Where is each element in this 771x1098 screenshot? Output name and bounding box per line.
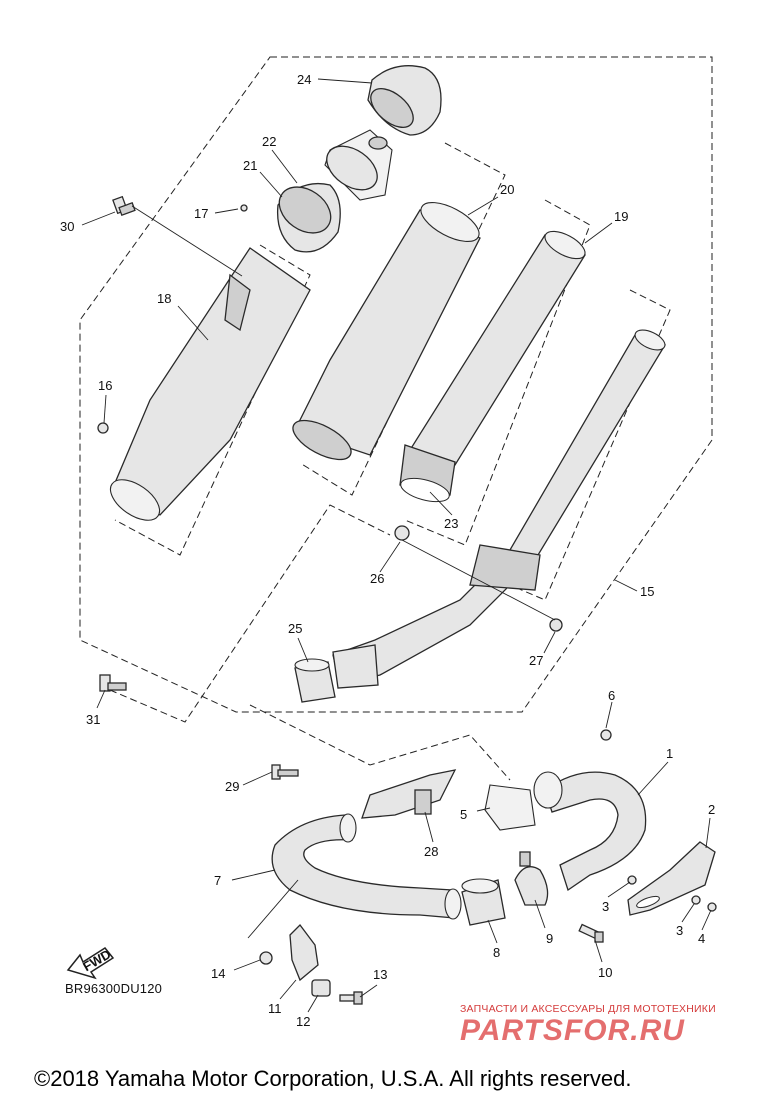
callout-30: 30	[60, 219, 74, 234]
muffler-shell-part	[109, 247, 311, 521]
callout-12: 12	[296, 1014, 310, 1029]
callout-2: 2	[708, 802, 715, 817]
gasket-21-part	[276, 182, 341, 253]
bolt-10-part	[578, 923, 604, 943]
group-box-31	[109, 504, 391, 723]
callout-27: 27	[529, 653, 543, 668]
callout-29: 29	[225, 779, 239, 794]
header-pipe-1-part	[533, 771, 647, 892]
callout-17: 17	[194, 206, 208, 221]
nut-6-part	[600, 729, 612, 741]
callout-18: 18	[157, 291, 171, 306]
bolt-31-part	[99, 674, 127, 692]
callout-20: 20	[500, 182, 514, 197]
copyright-text: ©2018 Yamaha Motor Corporation, U.S.A. A…	[34, 1066, 632, 1091]
inner-pipe-part	[399, 230, 586, 503]
callout-numbers: 24 22 21 30 17 18 16 20 19 23 26 27 15 2…	[60, 72, 715, 1029]
nut-16-part	[97, 422, 109, 434]
callout-8: 8	[493, 945, 500, 960]
inner-sleeve-part	[292, 201, 481, 461]
watermark: ЗАПЧАСТИ И АКСЕССУАРЫ ДЛЯ МОТОТЕХНИКИ PA…	[460, 1003, 760, 1047]
callout-21: 21	[243, 158, 257, 173]
bolt-30-part	[112, 195, 136, 216]
end-cap-part	[367, 65, 442, 136]
bracket-28-part	[361, 769, 457, 819]
callout-5: 5	[460, 807, 467, 822]
nut-26-part	[394, 525, 410, 541]
spark-arrestor-part	[324, 129, 393, 201]
watermark-tagline: ЗАПЧАСТИ И АКСЕССУАРЫ ДЛЯ МОТОТЕХНИКИ	[460, 1003, 716, 1015]
collar-12-part	[311, 979, 331, 997]
callout-3a: 3	[602, 899, 609, 914]
mid-pipe-part	[332, 329, 666, 689]
callout-7: 7	[214, 873, 221, 888]
muffler-assembly-boundary	[79, 56, 713, 713]
callout-22: 22	[262, 134, 276, 149]
callout-13: 13	[373, 967, 387, 982]
callout-19: 19	[614, 209, 628, 224]
watermark-brand: PARTSFOR.RU	[460, 1014, 685, 1047]
bolt-13-part	[339, 991, 363, 1005]
callout-4: 4	[698, 931, 705, 946]
callout-3b: 3	[676, 923, 683, 938]
diagram-code: BR96300DU120	[65, 981, 163, 996]
callout-23: 23	[444, 516, 458, 531]
gasket-25-part	[294, 658, 336, 703]
group-box-18	[114, 244, 311, 556]
callout-28: 28	[424, 844, 438, 859]
group-box-19	[404, 199, 591, 546]
callout-9: 9	[546, 931, 553, 946]
callout-14: 14	[211, 966, 225, 981]
exhaust-pipe-7-part	[271, 813, 462, 920]
joint-sleeve-part	[461, 878, 506, 926]
nut-14-part	[259, 951, 273, 965]
callout-10: 10	[598, 965, 612, 980]
callout-26: 26	[370, 571, 384, 586]
bolt-4-part	[707, 902, 717, 912]
gasket-5-part	[484, 784, 536, 831]
callout-15: 15	[640, 584, 654, 599]
callout-1: 1	[666, 746, 673, 761]
bolt-29-part	[271, 764, 299, 780]
heat-protector-part	[627, 841, 716, 916]
fwd-arrow-icon: FWD	[66, 946, 115, 980]
callout-24: 24	[297, 72, 311, 87]
clamp-9-part	[514, 851, 549, 906]
group-box-28	[249, 704, 511, 781]
callout-16: 16	[98, 378, 112, 393]
screw-17-part	[240, 204, 248, 212]
callout-11: 11	[268, 1001, 282, 1016]
fwd-label: FWD	[80, 946, 113, 974]
bracket-11-part	[289, 924, 319, 982]
callout-25: 25	[288, 621, 302, 636]
callout-31: 31	[86, 712, 100, 727]
leader-lines	[81, 78, 712, 1013]
bolt-3b-part	[691, 895, 701, 905]
bolt-27-part	[549, 618, 563, 632]
callout-6: 6	[608, 688, 615, 703]
